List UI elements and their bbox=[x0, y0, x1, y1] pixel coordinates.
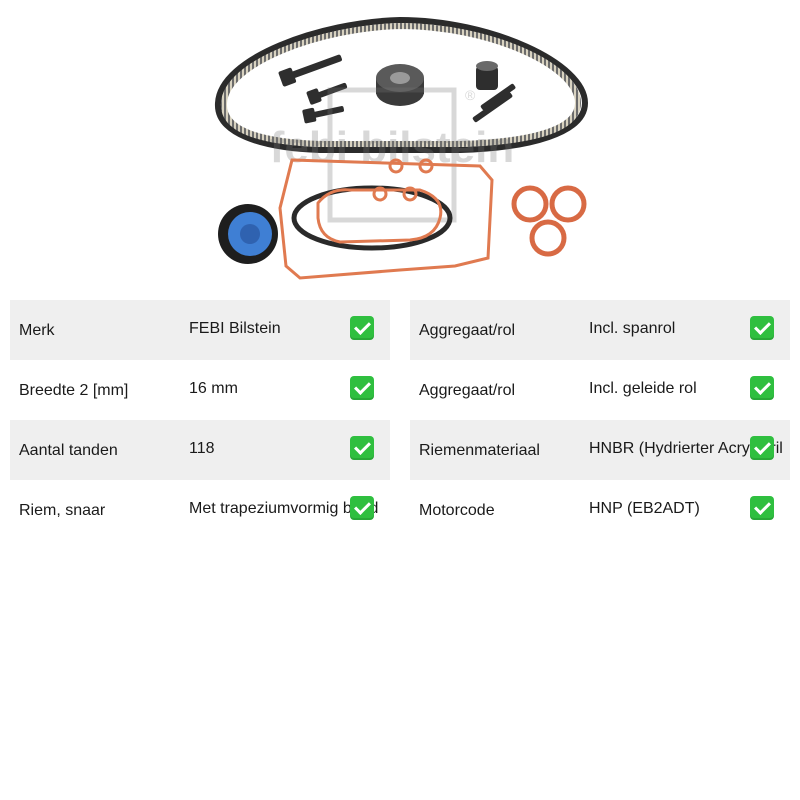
spec-value: HNP (EB2ADT) bbox=[589, 500, 700, 517]
idler-pulley-icon bbox=[476, 61, 498, 90]
bolt-icon bbox=[278, 54, 516, 124]
spec-row: Motorcode HNP (EB2ADT) bbox=[410, 480, 790, 540]
checkmark-icon bbox=[750, 436, 774, 460]
spec-label: Merk bbox=[19, 322, 55, 339]
spec-label: Aggregaat/rol bbox=[419, 322, 516, 339]
spec-label: Breedte 2 [mm] bbox=[19, 382, 129, 399]
spec-row: Merk FEBI Bilstein bbox=[10, 300, 390, 360]
gasket-icon bbox=[278, 158, 494, 280]
timing-belt-icon bbox=[215, 16, 589, 153]
spec-label: Riem, snaar bbox=[19, 502, 106, 519]
tensioner-pulley-icon bbox=[376, 64, 424, 106]
checkmark-icon bbox=[350, 436, 374, 460]
spec-value: Incl. geleide rol bbox=[589, 380, 697, 397]
spec-label: Aggregaat/rol bbox=[419, 382, 516, 399]
checkmark-icon bbox=[350, 316, 374, 340]
spec-value: 16 mm bbox=[189, 380, 238, 397]
timing-belt-kit-image: febi bilstein ® bbox=[215, 16, 589, 280]
spec-row: Aggregaat/rol Incl. geleide rol bbox=[410, 360, 790, 420]
checkmark-icon bbox=[750, 316, 774, 340]
spec-row: Riem, snaar Met trapeziumvormig band bbox=[10, 480, 390, 540]
spec-value: 118 bbox=[189, 440, 215, 457]
o-ring-icon bbox=[511, 185, 587, 257]
spec-column-right: Aggregaat/rol Incl. spanrol Aggregaat/ro… bbox=[410, 300, 790, 540]
spec-row: Aantal tanden 118 bbox=[10, 420, 390, 480]
spec-row: Aggregaat/rol Incl. spanrol bbox=[410, 300, 790, 360]
spec-table: Merk FEBI Bilstein Breedte 2 [mm] 16 mm … bbox=[10, 300, 790, 540]
spec-label: Riemenmateriaal bbox=[419, 442, 540, 459]
spec-row: Breedte 2 [mm] 16 mm bbox=[10, 360, 390, 420]
spec-value: Incl. spanrol bbox=[589, 320, 676, 337]
checkmark-icon bbox=[750, 496, 774, 520]
spec-label: Aantal tanden bbox=[19, 442, 118, 459]
checkmark-icon bbox=[350, 376, 374, 400]
spec-label: Motorcode bbox=[419, 502, 495, 519]
spec-value: FEBI Bilstein bbox=[189, 320, 281, 337]
checkmark-icon bbox=[350, 496, 374, 520]
svg-text:®: ® bbox=[465, 87, 476, 103]
oil-seal-icon bbox=[218, 204, 278, 264]
spec-value: Met trapeziumvormig band bbox=[189, 500, 379, 517]
checkmark-icon bbox=[750, 376, 774, 400]
spec-row: Riemenmateriaal HNBR (Hydrierter Acrylni… bbox=[410, 420, 790, 480]
spec-value: HNBR (Hydrierter Acrylnitril bbox=[589, 440, 783, 457]
spec-column-left: Merk FEBI Bilstein Breedte 2 [mm] 16 mm … bbox=[10, 300, 390, 540]
drive-belt-icon bbox=[291, 185, 453, 251]
